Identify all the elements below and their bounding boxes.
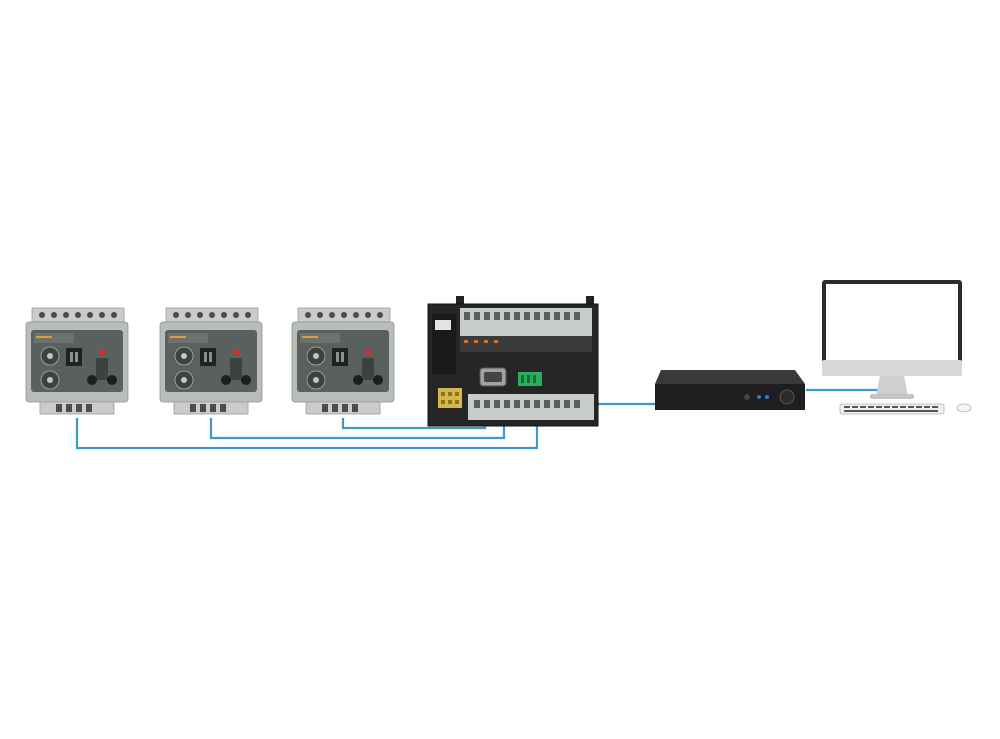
relay-module-2	[159, 307, 263, 415]
plc-controller-icon	[427, 296, 599, 427]
wire-relay-2-to-plc	[209, 418, 506, 440]
connection-wires	[75, 388, 880, 450]
relay-module-1	[25, 307, 129, 415]
network-video-recorder-icon	[655, 370, 805, 410]
desktop-computer-icon	[822, 280, 972, 415]
wire-relay-1-to-plc	[75, 418, 539, 450]
relay-module-3	[291, 307, 395, 415]
